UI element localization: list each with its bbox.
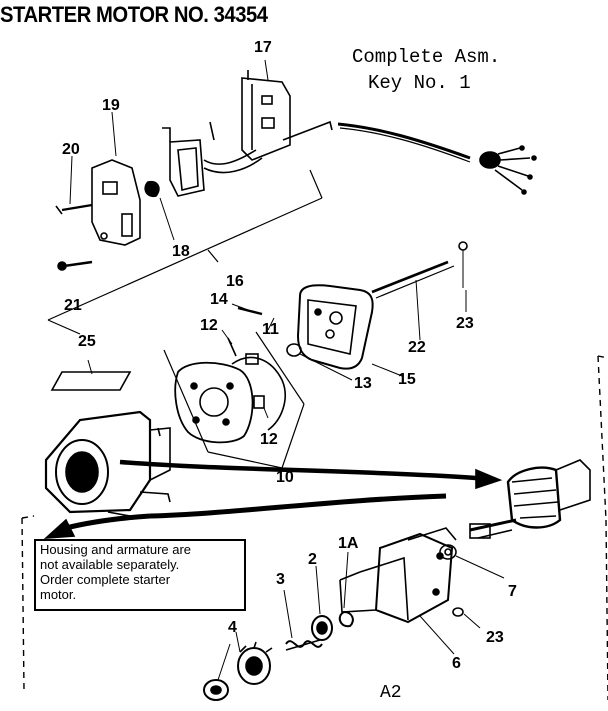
assembly-16-bracket (47, 169, 323, 335)
brush-plate-part (174, 337, 286, 444)
screw-14-part (237, 306, 263, 316)
part-label-23a: 23 (456, 315, 474, 332)
part-label-13: 13 (354, 375, 372, 392)
retainer-ring-part (338, 610, 354, 628)
brush-holder-plate-part (91, 159, 141, 246)
part-label-20: 20 (62, 141, 80, 158)
screw-20-part (55, 203, 93, 215)
part-label-1a: 1A (338, 535, 359, 552)
part-label-19: 19 (102, 97, 120, 114)
part-label-23b: 23 (486, 629, 504, 646)
part-label-3: 3 (276, 571, 285, 588)
terminal-plate-part (241, 70, 333, 161)
part-label-18: 18 (172, 243, 190, 260)
motor-housing-part (44, 410, 171, 517)
part-label-10: 10 (276, 469, 294, 486)
part-label-4: 4 (228, 619, 237, 636)
part-label-21: 21 (64, 297, 82, 314)
availability-note-line-3: Order complete starter (40, 572, 171, 587)
availability-note: Housing and armature are not available s… (34, 539, 246, 611)
drive-end-housing-part (339, 527, 457, 624)
nut-23-upper-part (458, 241, 468, 288)
part-label-7: 7 (508, 583, 517, 600)
part-label-17: 17 (254, 39, 272, 56)
leader-lines (69, 59, 505, 681)
part-label-16: 16 (226, 273, 244, 290)
availability-note-line-1: Housing and armature are (40, 542, 192, 557)
spring-clip-part (144, 180, 160, 198)
part-label-15: 15 (398, 371, 416, 388)
page-title: STARTER MOTOR NO. 34354 (0, 2, 268, 27)
assembly-10-bracket (163, 331, 305, 469)
part-label-25: 25 (78, 333, 96, 350)
part-label-14: 14 (210, 291, 228, 308)
figure-reference: A2 (380, 683, 402, 703)
through-bolt-part (371, 260, 455, 299)
note-line-1: Complete Asm. (352, 46, 501, 68)
washer-7-part (439, 544, 457, 560)
drive-gear-part (203, 641, 273, 701)
brush-switch-part (162, 121, 263, 197)
part-label-2: 2 (308, 551, 317, 568)
nut-23-lower-part (452, 607, 464, 617)
note-line-2: Key No. 1 (368, 72, 471, 94)
screw-21-part (57, 260, 93, 271)
part-label-6: 6 (452, 655, 461, 672)
availability-note-line-4: motor. (40, 587, 77, 602)
insulator-card-part (50, 371, 132, 391)
part-label-12a: 12 (200, 317, 218, 334)
anti-drift-spring-part (285, 639, 323, 651)
spring-cup-part (311, 615, 333, 641)
washer-13-part (286, 343, 302, 357)
part-label-12b: 12 (260, 431, 278, 448)
part-label-22: 22 (408, 339, 426, 356)
end-cap-part (296, 284, 374, 370)
part-label-11: 11 (262, 321, 279, 338)
armature-arrow (43, 459, 503, 539)
wire-lead-part (337, 122, 537, 195)
availability-note-line-2: not available separately. (40, 557, 180, 572)
drive-assembly-outline (21, 355, 608, 701)
armature-part (469, 459, 591, 539)
